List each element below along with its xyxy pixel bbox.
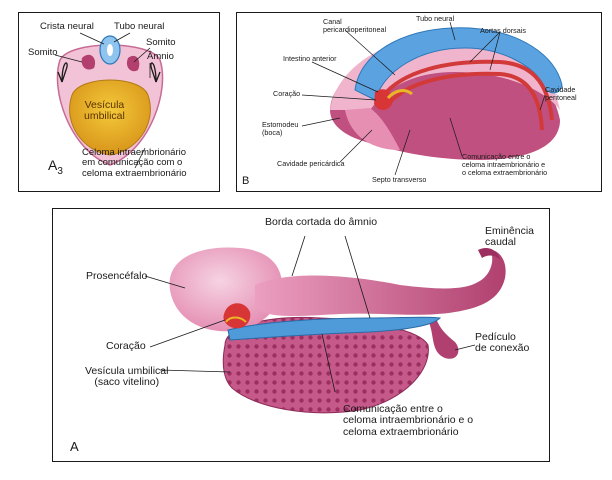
a3-panel-id: A3 bbox=[48, 157, 63, 177]
a-label-comunicacao: Comunicação entre o celoma intraembrioná… bbox=[343, 403, 474, 438]
b-label-comunicacao: Comunicação entre o celoma intraembrioná… bbox=[462, 152, 548, 177]
a-trunk bbox=[255, 250, 506, 317]
b-label-cavidade-pericardica: Cavidade pericárdica bbox=[277, 159, 345, 168]
b-label-intestino: Intestino anterior bbox=[283, 54, 337, 63]
a-label-vesicula: Vesícula umbilical (saco vitelino) bbox=[85, 365, 169, 389]
b-canal bbox=[386, 89, 413, 100]
a3-label-amnio: Âmnio bbox=[147, 51, 174, 62]
a-label-coracao: Coração bbox=[106, 340, 146, 352]
b-neural-tube bbox=[354, 27, 563, 101]
b-heart bbox=[374, 89, 393, 110]
a-panel-id: A bbox=[70, 439, 79, 454]
a3-label-somito-right: Somito bbox=[146, 37, 176, 48]
b-label-estomodeu: Estomodeu (boca) bbox=[262, 120, 299, 137]
a3-label-somito-left: Somito bbox=[28, 47, 58, 58]
a-label-eminencia: Eminência caudal bbox=[485, 225, 535, 249]
a-heart bbox=[223, 303, 251, 329]
b-label-aortas: Aortas dorsais bbox=[480, 26, 526, 35]
a-label-borda: Borda cortada do âmnio bbox=[265, 216, 378, 228]
a-head bbox=[169, 247, 283, 332]
b-pericardial-region bbox=[345, 108, 400, 150]
a-caudal-tail bbox=[478, 248, 500, 260]
a-connecting-stalk bbox=[428, 318, 459, 359]
b-panel-id: B bbox=[242, 175, 250, 187]
a3-label-tubo-neural: Tubo neural bbox=[114, 21, 165, 32]
a-label-prosencefalo: Prosencéfalo bbox=[86, 270, 148, 282]
a3-label-vesicula: Vesícula umbilical bbox=[84, 99, 125, 123]
a3-arrow-right bbox=[151, 69, 161, 83]
a-yolk-sac bbox=[222, 317, 429, 414]
b-label-tubo-neural: Tubo neural bbox=[416, 14, 455, 23]
a3-label-crista-neural: Crista neural bbox=[40, 21, 94, 32]
b-label-coracao: Coração bbox=[273, 89, 301, 98]
a-label-pediculo: Pedículo de conexão bbox=[475, 331, 530, 355]
b-label-canal: Canal pericardioperitoneal bbox=[323, 17, 387, 34]
a3-somite-left bbox=[81, 54, 96, 70]
b-label-septo: Septo transverso bbox=[372, 175, 427, 184]
b-aorta-2 bbox=[383, 71, 544, 131]
a-amnion-edge bbox=[227, 316, 442, 341]
b-aorta-1 bbox=[378, 59, 554, 121]
b-label-cavidade-peritoneal: Cavidade peritoneal bbox=[545, 85, 577, 102]
a3-yolk-sac bbox=[69, 79, 151, 156]
a3-arrow-left bbox=[57, 69, 67, 83]
a3-label-celoma: Celoma intraembrionário em comunicação c… bbox=[82, 147, 187, 179]
